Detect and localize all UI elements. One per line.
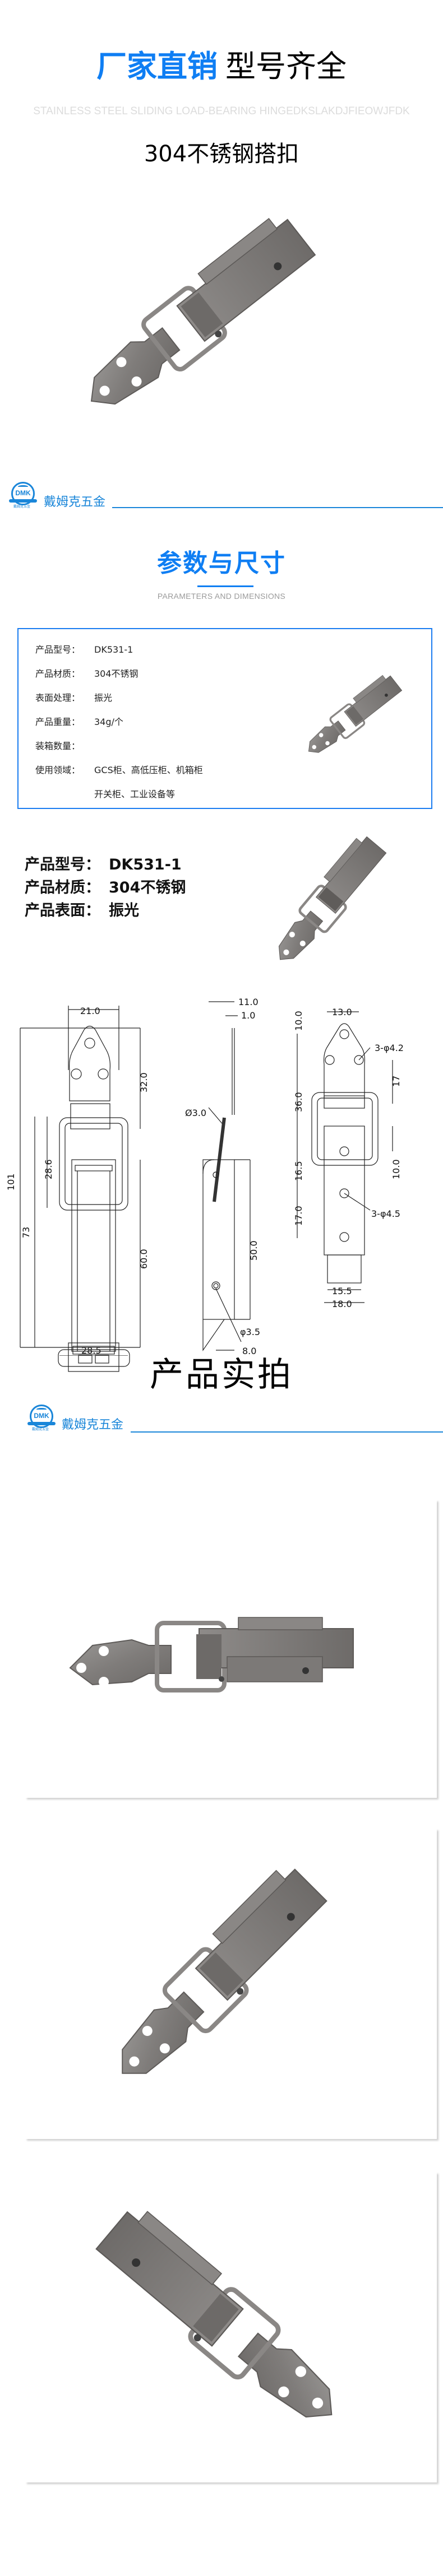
brand-divider <box>112 507 443 508</box>
spec-value: 304不锈钢 <box>109 879 186 896</box>
product-photo-card-2 <box>25 1829 437 2139</box>
param-label: 装箱数量： <box>35 741 81 751</box>
logo-wings <box>9 499 37 503</box>
dim-front-plate-height: 32.0 <box>139 1072 149 1092</box>
brand-name: 戴姆克五金 <box>62 1418 124 1432</box>
dim-rear-hole-spacing: 13.0 <box>332 1007 352 1017</box>
spec-value: 振光 <box>109 902 139 919</box>
brand-name: 戴姆克五金 <box>44 495 106 509</box>
param-label: 表面处理： <box>35 692 81 703</box>
photos-heading: 产品实拍 <box>150 1355 293 1394</box>
dim-front-bottom-width: 28.5 <box>81 1345 101 1356</box>
hero-product-photo <box>90 217 316 405</box>
dim-front-lower-height: 73 <box>21 1227 31 1238</box>
product-photo-3 <box>95 2211 333 2418</box>
dim-side-hole-diameter: φ3.5 <box>240 1327 260 1337</box>
param-label: 产品材质： <box>35 668 81 679</box>
dim-side-offset: 8.0 <box>242 1346 256 1356</box>
parameters-product-photo <box>308 675 403 753</box>
dim-front-top-width: 21.0 <box>80 1006 100 1016</box>
dim-rear-plate-length: 17 <box>391 1076 402 1087</box>
param-value: GCS柜、高低压柜、机箱柜 <box>94 765 203 775</box>
product-photo-1 <box>69 1617 354 1692</box>
dim-rear-mid-length: 36.0 <box>293 1092 304 1112</box>
spec-label: 产品表面： <box>25 902 100 919</box>
brand-bar-2: DMK 戴姆克五金 戴姆克五金 <box>0 1403 443 1433</box>
param-label: 产品重量： <box>35 717 81 727</box>
brand-divider <box>131 1431 443 1433</box>
hero-english-subtitle: STAINLESS STEEL SLIDING LOAD-BEARING HIN… <box>33 105 410 117</box>
dim-side-top-width: 11.0 <box>238 997 259 1007</box>
product-photo-card-3 <box>25 2172 437 2482</box>
dim-rear-inner-width: 15.5 <box>332 1286 352 1296</box>
product-photo-card-1 <box>25 1500 437 1798</box>
logo-mark: DMK <box>15 489 31 497</box>
param-row-usage: 使用领域： GCS柜、高低压柜、机箱柜 <box>35 765 203 776</box>
param-value: 304不锈钢 <box>94 668 139 679</box>
brand-logo-icon: DMK <box>30 1405 53 1428</box>
parameters-heading: 参数与尺寸 <box>157 549 286 578</box>
parameters-box: 产品型号： DK531-1 产品材质： 304不锈钢 表面处理： 振光 产品重量： 34… <box>17 628 432 809</box>
param-label: 产品型号： <box>35 644 81 655</box>
dim-side-thickness: 1.0 <box>241 1010 255 1021</box>
param-row-weight: 产品重量： 34g/个 <box>35 717 123 728</box>
dim-side-wire-diameter: Ø3.0 <box>185 1108 206 1118</box>
param-label: 使用领域： <box>35 765 81 775</box>
end-view-drawing <box>58 1342 130 1372</box>
param-value: 振光 <box>94 692 113 703</box>
dim-front-loop-height: 28.6 <box>43 1159 54 1179</box>
dim-rear-body-holes: 3-φ4.5 <box>371 1208 400 1219</box>
spec-material: 产品材质： 304不锈钢 <box>25 878 186 898</box>
spec-surface: 产品表面： 振光 <box>25 901 139 920</box>
parameters-subheading: PARAMETERS AND DIMENSIONS <box>157 592 286 601</box>
logo-small-text: 戴姆克五金 <box>13 505 31 509</box>
hero-title: 厂家直销型号齐全 <box>0 49 443 84</box>
param-row-surface: 表面处理： 振光 <box>35 692 112 704</box>
spec-value: DK531-1 <box>109 856 182 873</box>
dim-rear-span-2: 17.0 <box>293 1206 304 1226</box>
dim-rear-top-offset: 10.0 <box>293 1011 304 1031</box>
brand-bar: DMK 戴姆克五金 戴姆克五金 <box>0 481 443 509</box>
param-row-material: 产品材质： 304不锈钢 <box>35 668 139 680</box>
dim-rear-plate-holes: 3-φ4.2 <box>375 1043 404 1053</box>
rear-view <box>297 1011 393 1303</box>
side-view <box>202 1001 251 1351</box>
dim-side-body-height: 50.0 <box>248 1240 259 1261</box>
front-view <box>20 1006 141 1356</box>
param-value: 34g/个 <box>94 717 123 727</box>
param-usage-continuation: 开关柜、工业设备等 <box>94 789 176 799</box>
logo-arc-top <box>36 1408 47 1411</box>
spec-product-photo <box>278 836 387 960</box>
param-value: DK531-1 <box>94 644 133 655</box>
param-row-packing: 装箱数量： <box>35 741 94 752</box>
heading-accent-bar <box>197 585 253 587</box>
spec-model: 产品型号： DK531-1 <box>25 855 182 875</box>
hero-product-name: 304不锈钢搭扣 <box>144 141 299 167</box>
technical-drawing: 21.0 101 73 28.6 32.0 60.0 28.5 11.0 1.0… <box>6 997 404 1356</box>
dim-rear-outer-width: 18.0 <box>332 1299 352 1309</box>
logo-small-text: 戴姆克五金 <box>32 1428 49 1431</box>
param-row-model: 产品型号： DK531-1 <box>35 644 133 655</box>
spec-label: 产品材质： <box>25 879 100 896</box>
spec-label: 产品型号： <box>25 856 100 873</box>
hero-title-rest: 型号齐全 <box>225 49 347 84</box>
dim-rear-hole-gap: 10.0 <box>391 1159 402 1179</box>
logo-arc-top <box>18 485 28 488</box>
dim-front-body-height: 60.0 <box>139 1249 149 1269</box>
hero-title-highlight: 厂家直销 <box>96 49 218 84</box>
dim-rear-span-1: 16.5 <box>293 1161 304 1181</box>
product-photo-2 <box>122 1868 327 2074</box>
logo-wings <box>27 1422 56 1425</box>
logo-mark: DMK <box>34 1412 49 1420</box>
dim-front-total-height: 101 <box>6 1173 16 1191</box>
